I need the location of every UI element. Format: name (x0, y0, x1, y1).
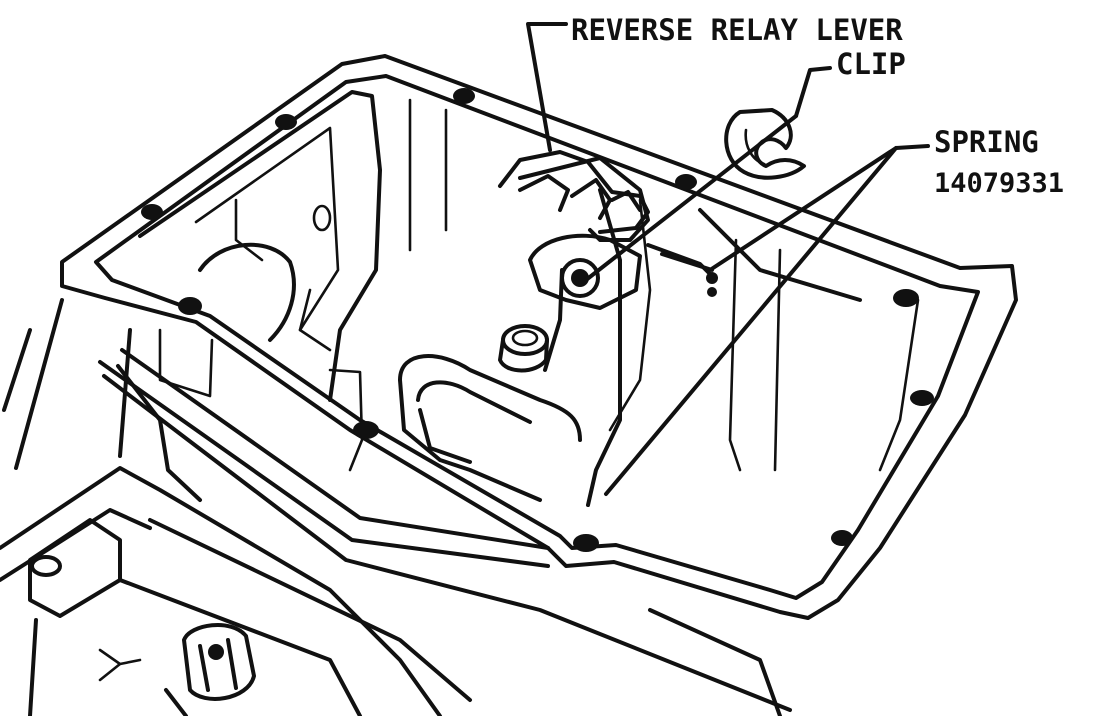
reverse-relay-lever (498, 150, 650, 310)
plug-fitting (498, 324, 549, 373)
drain-plug (164, 623, 256, 716)
pan-cavity (138, 90, 920, 507)
spring-label: SPRING (934, 125, 1039, 159)
reverse-relay-lever-label: REVERSE RELAY LEVER (571, 13, 903, 47)
spring (646, 243, 718, 297)
leader-lines (526, 22, 930, 496)
valve-body (328, 156, 650, 502)
pan-flange (60, 54, 1018, 620)
figure-number: 14079331 (934, 168, 1064, 199)
clip-label: CLIP (836, 47, 906, 81)
bolt-holes (141, 88, 934, 552)
lower-housing (0, 298, 792, 716)
